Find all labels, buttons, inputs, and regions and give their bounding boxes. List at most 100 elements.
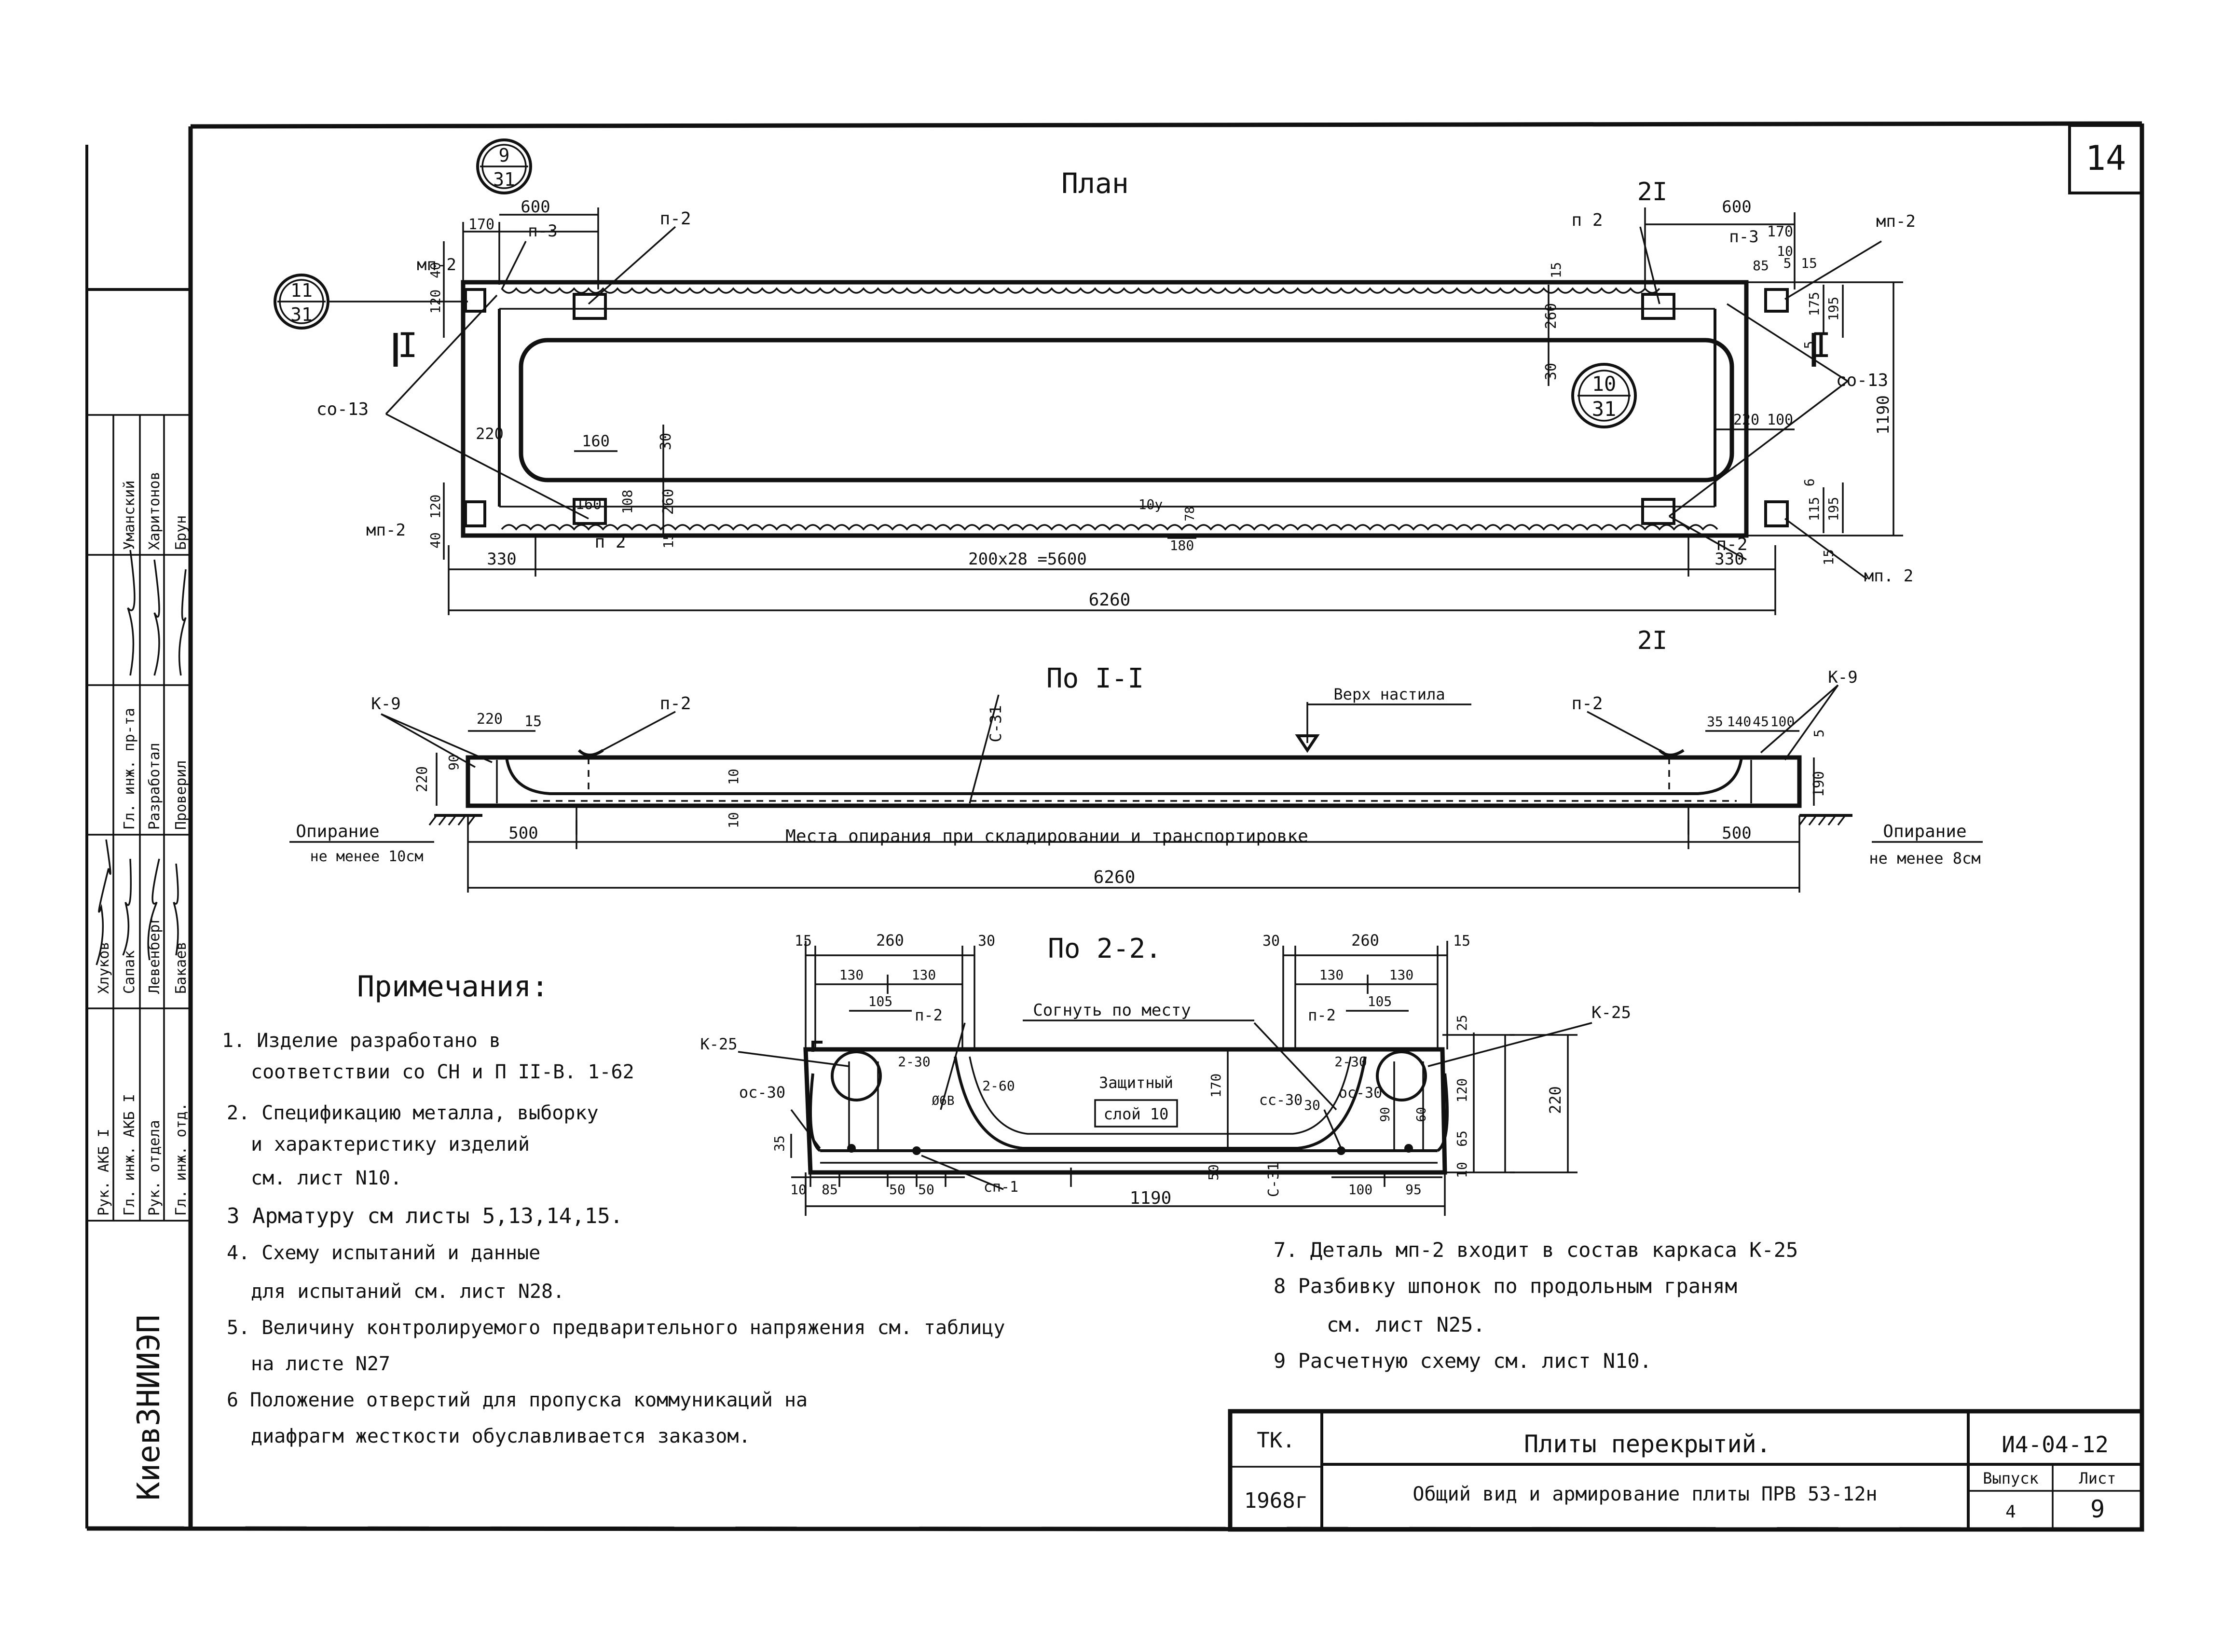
support-right-1: Опирание	[1883, 822, 1966, 841]
s2-dim-130-a: 130	[839, 967, 864, 983]
note-line-5: см. лист N10.	[251, 1167, 402, 1189]
label-r30-right: 2-30	[1334, 1054, 1367, 1070]
note-line-6: 3 Арматуру см листы 5,13,14,15.	[227, 1204, 623, 1228]
dim-175: 175	[1806, 292, 1822, 317]
cut-2-bottom: 2I	[1637, 626, 1668, 655]
s2-dim-130-b: 130	[912, 967, 936, 983]
sheet-number: 14	[2085, 138, 2126, 178]
dim-30-right: 30	[1543, 363, 1560, 380]
label-co13-right: со-13	[1836, 371, 1888, 390]
dim-115: 115	[1806, 497, 1822, 522]
s1-dim-10b: 10	[726, 812, 741, 828]
s1-dim-220: 220	[477, 711, 503, 728]
title-code: И4-04-12	[2002, 1432, 2109, 1458]
note-right-8: 8 Разбивку шпонок по продольным граням	[1274, 1274, 1737, 1298]
note-line-3: 2. Спецификацию металла, выборку	[227, 1102, 599, 1124]
loop-p2-tl	[573, 293, 607, 320]
label-p2-right-s1: п-2	[1571, 694, 1603, 714]
label-sp1: сп-1	[984, 1179, 1018, 1196]
label-layer: слой 10	[1104, 1105, 1169, 1123]
label-k25-right: К-25	[1591, 1003, 1631, 1022]
s2-dim-30-right: 30	[1262, 933, 1280, 950]
s2-dim-65: 65	[1454, 1130, 1470, 1147]
label-mp2-tr: мп-2	[1876, 212, 1916, 231]
label-cc30: сс-30	[1259, 1092, 1303, 1109]
label-top-floor: Верх настила	[1333, 685, 1445, 703]
label-p3-right: п-3	[1729, 227, 1758, 247]
stamp-role-4: Гл. инж. отд.	[173, 1102, 190, 1216]
title-year: 1968г	[1244, 1488, 1308, 1513]
label-r30-left: 2-30	[898, 1054, 930, 1070]
dim-220-left: 220	[476, 425, 504, 443]
dim-10: 10	[1777, 243, 1793, 259]
label-mp2-bl: мп-2	[366, 521, 406, 540]
dim-10y: 10у	[1138, 496, 1163, 512]
s1-dim-220-h: 220	[414, 766, 431, 792]
title-subtitle: Общий вид и армирование плиты ПРВ 53-12н	[1413, 1483, 1877, 1505]
marker-10-bottom: 31	[1592, 397, 1617, 421]
title-series: Плиты перекрытий.	[1524, 1430, 1771, 1458]
s1-dim-10: 10	[726, 769, 741, 785]
s2-dim-90: 90	[1378, 1107, 1393, 1122]
dim-5: 5	[1783, 255, 1792, 271]
section-2-2: По 2-2. Согнуть по мест	[700, 931, 1631, 1216]
stamp-name-2: Сапак	[121, 950, 138, 994]
dim-160-b: 160	[576, 496, 602, 513]
label-k25-left: К-25	[700, 1035, 737, 1053]
title-issue-value: 4	[2005, 1502, 2016, 1522]
s2-dim-95: 95	[1405, 1182, 1422, 1198]
label-p2-bl: п 2	[594, 532, 626, 552]
section-2-title: По 2-2.	[1048, 933, 1162, 964]
section-1-title: По I-I	[1046, 663, 1144, 694]
stamp-role-1: Рук. АКБ I	[96, 1129, 112, 1216]
s1-dim-5: 5	[1811, 730, 1827, 738]
signature-mark	[178, 569, 187, 676]
s2-dim-50-b: 50	[918, 1182, 934, 1198]
marker-11-top: 11	[290, 280, 313, 301]
s1-dim-90: 90	[446, 754, 462, 771]
support-note: Места опирания при складировании и транс…	[785, 826, 1308, 846]
s1-dim-140: 140	[1727, 714, 1752, 730]
s2-dim-1190: 1190	[1130, 1188, 1172, 1208]
s2-dim-50-a: 50	[889, 1182, 905, 1198]
note-line-12: диафрагм жесткости обуславливается заказ…	[251, 1425, 751, 1447]
stamp-role-2: Гл. инж. АКБ I	[121, 1094, 138, 1216]
dim-170-right: 170	[1767, 223, 1793, 240]
loop-p2-tr	[1641, 293, 1675, 320]
label-p2-right-s2: п-2	[1308, 1006, 1336, 1024]
dim-1190-plan: 1190	[1874, 395, 1893, 435]
notes-title: Примечания:	[357, 970, 549, 1004]
signature-mark	[173, 863, 179, 956]
s2-dim-35: 35	[771, 1135, 787, 1152]
s1-dim-15: 15	[524, 713, 542, 730]
note-line-1: 1. Изделие разработано в	[222, 1030, 501, 1052]
s2-dim-170: 170	[1208, 1074, 1224, 1098]
dim-330-left: 330	[487, 550, 516, 569]
s2-dim-10-left: 10	[790, 1182, 807, 1198]
signature-mark	[153, 559, 160, 676]
s1-dim-6260: 6260	[1094, 867, 1136, 887]
label-k9-right: К-9	[1828, 668, 1857, 687]
note-line-8: для испытаний см. лист N28.	[251, 1280, 564, 1303]
note-line-11: 6 Положение отверстий для пропуска комму…	[227, 1389, 808, 1411]
s2-dim-15-right: 15	[1453, 933, 1470, 950]
label-bend: Согнуть по месту	[1033, 1001, 1191, 1020]
side-stamp: Рук. АКБ I Гл. инж. АКБ I Рук. отдела Гл…	[87, 288, 191, 1501]
plan-title: План	[1061, 167, 1129, 200]
title-sheet-value: 9	[2090, 1495, 2105, 1523]
cut-1-left: I	[398, 326, 418, 365]
detail-marker-9-31	[476, 138, 532, 194]
dim-6260-plan: 6260	[1089, 590, 1131, 610]
s2-dim-50-c: 50	[1206, 1164, 1221, 1181]
s2-dim-260-right: 260	[1351, 931, 1379, 950]
dim-260-right: 260	[1543, 303, 1560, 329]
s2-dim-130-d: 130	[1389, 967, 1414, 983]
stamp-name-right-3: Брун	[173, 515, 190, 550]
stamp-name-4: Бакаев	[173, 942, 190, 994]
label-p2-br: п-2	[1716, 535, 1747, 554]
s1-dim-100: 100	[1770, 714, 1795, 730]
notes-block: Примечания: 1. Изделие разработано в соо…	[222, 970, 1798, 1447]
dim-160: 160	[582, 432, 610, 450]
label-p2-tl: п-2	[659, 209, 691, 229]
label-protect: Защитный	[1099, 1074, 1173, 1092]
